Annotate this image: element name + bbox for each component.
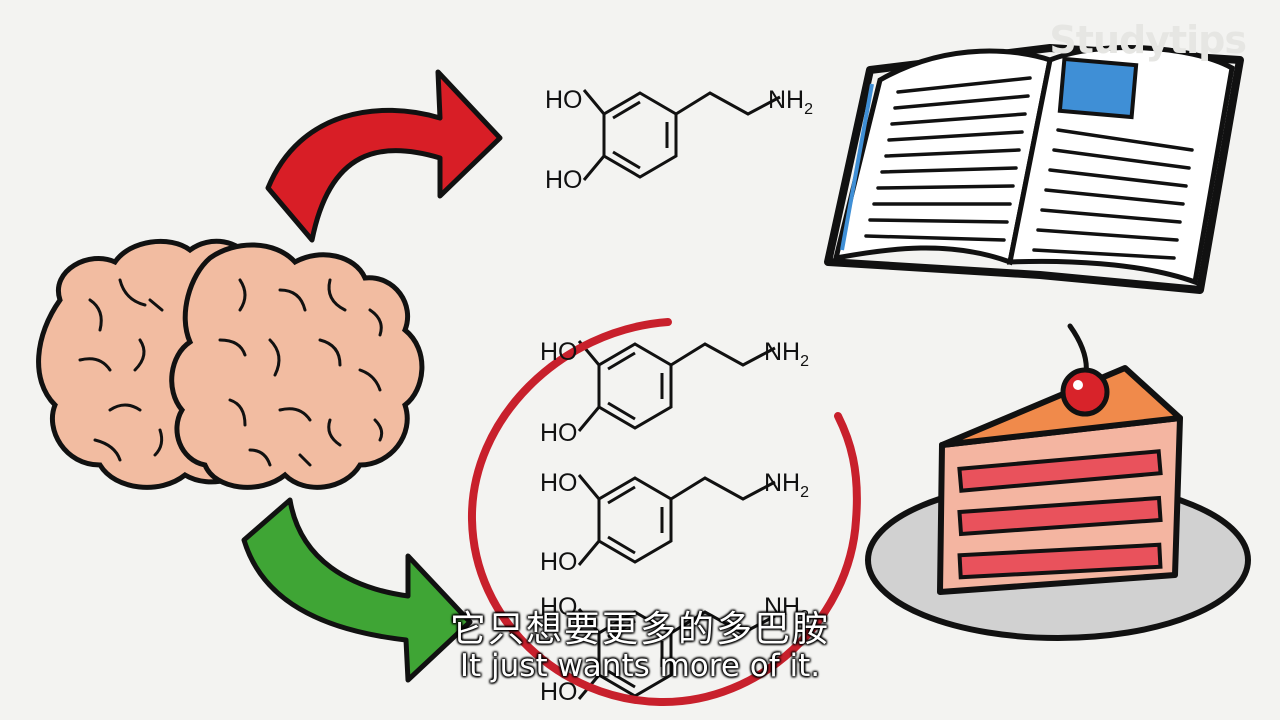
amine-label: NH	[764, 469, 800, 497]
dopamine-molecule-stack-1	[577, 339, 777, 433]
amine-subscript: 2	[800, 608, 809, 625]
molecule-2-ho-lower: HO	[540, 548, 578, 576]
amine-label: NH	[768, 86, 804, 114]
watermark-logo: Studytips	[1049, 18, 1247, 62]
molecule-2-ho-upper: HO	[540, 469, 578, 497]
brain-icon	[36, 238, 425, 490]
green-arrow-icon	[241, 497, 473, 683]
amine-label: NH	[764, 338, 800, 366]
amine-label: NH	[764, 593, 800, 621]
molecule-top-ho-lower: HO	[545, 166, 583, 194]
molecule-1-ho-lower: HO	[540, 419, 578, 447]
subtitle-chinese: 它只想要更多的多巴胺	[449, 608, 830, 649]
molecule-3-amine: NH2	[764, 593, 809, 625]
cake-icon	[865, 323, 1251, 641]
molecule-1-ho-upper: HO	[540, 338, 578, 366]
subtitle-english: It just wants more of it.	[459, 648, 821, 684]
amine-subscript: 2	[800, 484, 809, 501]
book-icon	[824, 44, 1244, 294]
dopamine-molecule-stack-2	[577, 473, 777, 567]
molecule-2-amine: NH2	[764, 469, 809, 501]
highlight-circle	[467, 318, 861, 707]
amine-subscript: 2	[800, 353, 809, 370]
molecule-3-ho-lower: HO	[540, 678, 578, 706]
molecule-top-amine: NH2	[768, 86, 813, 118]
red-arrow-icon	[265, 69, 503, 243]
molecule-top-ho-upper: HO	[545, 86, 583, 114]
molecule-1-amine: NH2	[764, 338, 809, 370]
amine-subscript: 2	[804, 101, 813, 118]
dopamine-molecule-top	[582, 88, 782, 182]
molecule-3-ho-upper: HO	[540, 593, 578, 621]
